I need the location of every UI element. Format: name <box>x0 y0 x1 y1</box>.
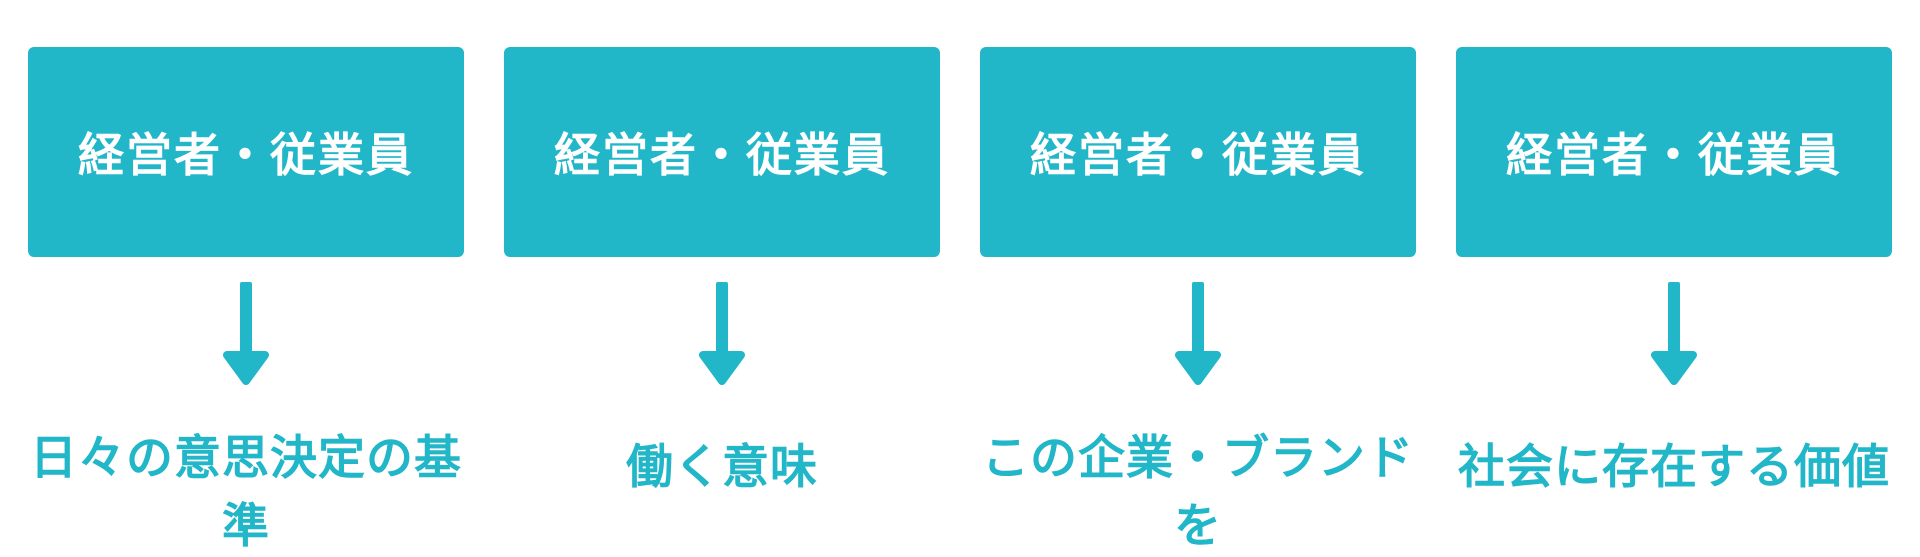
caption-text: 働く意味 <box>626 439 818 493</box>
caption-text: この企業・ブランドを 選ぶ理由 <box>982 431 1414 553</box>
column-decision-standard: 経営者・従業員 日々の意思決定の基準 <box>28 47 464 552</box>
stakeholder-box: 経営者・従業員 <box>28 47 464 257</box>
column-social-value: 経営者・従業員 社会に存在する価値 <box>1456 47 1892 510</box>
caption-text: 日々の意思決定の基準 <box>30 431 462 553</box>
caption-area: 働く意味 <box>504 386 940 510</box>
caption-text: 社会に存在する価値 <box>1458 439 1890 493</box>
column-reason-to-choose: 経営者・従業員 この企業・ブランドを 選ぶ理由 <box>980 47 1416 552</box>
caption-area: 社会に存在する価値 <box>1456 386 1892 510</box>
column-meaning-of-work: 経営者・従業員 働く意味 <box>504 47 940 510</box>
caption-area: この企業・ブランドを 選ぶ理由 <box>980 386 1416 557</box>
stakeholder-box: 経営者・従業員 <box>504 47 940 257</box>
stakeholder-box-label: 経営者・従業員 <box>554 129 890 181</box>
down-arrow-icon <box>699 282 745 386</box>
down-arrow-icon <box>1175 282 1221 386</box>
stakeholder-box-label: 経営者・従業員 <box>1506 129 1842 181</box>
diagram-columns: 経営者・従業員 日々の意思決定の基準 経営者・従業員 <box>28 47 1892 552</box>
stakeholder-box: 経営者・従業員 <box>1456 47 1892 257</box>
stakeholder-box: 経営者・従業員 <box>980 47 1416 257</box>
down-arrow-icon <box>1651 282 1697 386</box>
caption-area: 日々の意思決定の基準 <box>28 386 464 557</box>
down-arrow-icon <box>223 282 269 386</box>
stakeholder-box-label: 経営者・従業員 <box>1030 129 1366 181</box>
stakeholder-box-label: 経営者・従業員 <box>78 129 414 181</box>
